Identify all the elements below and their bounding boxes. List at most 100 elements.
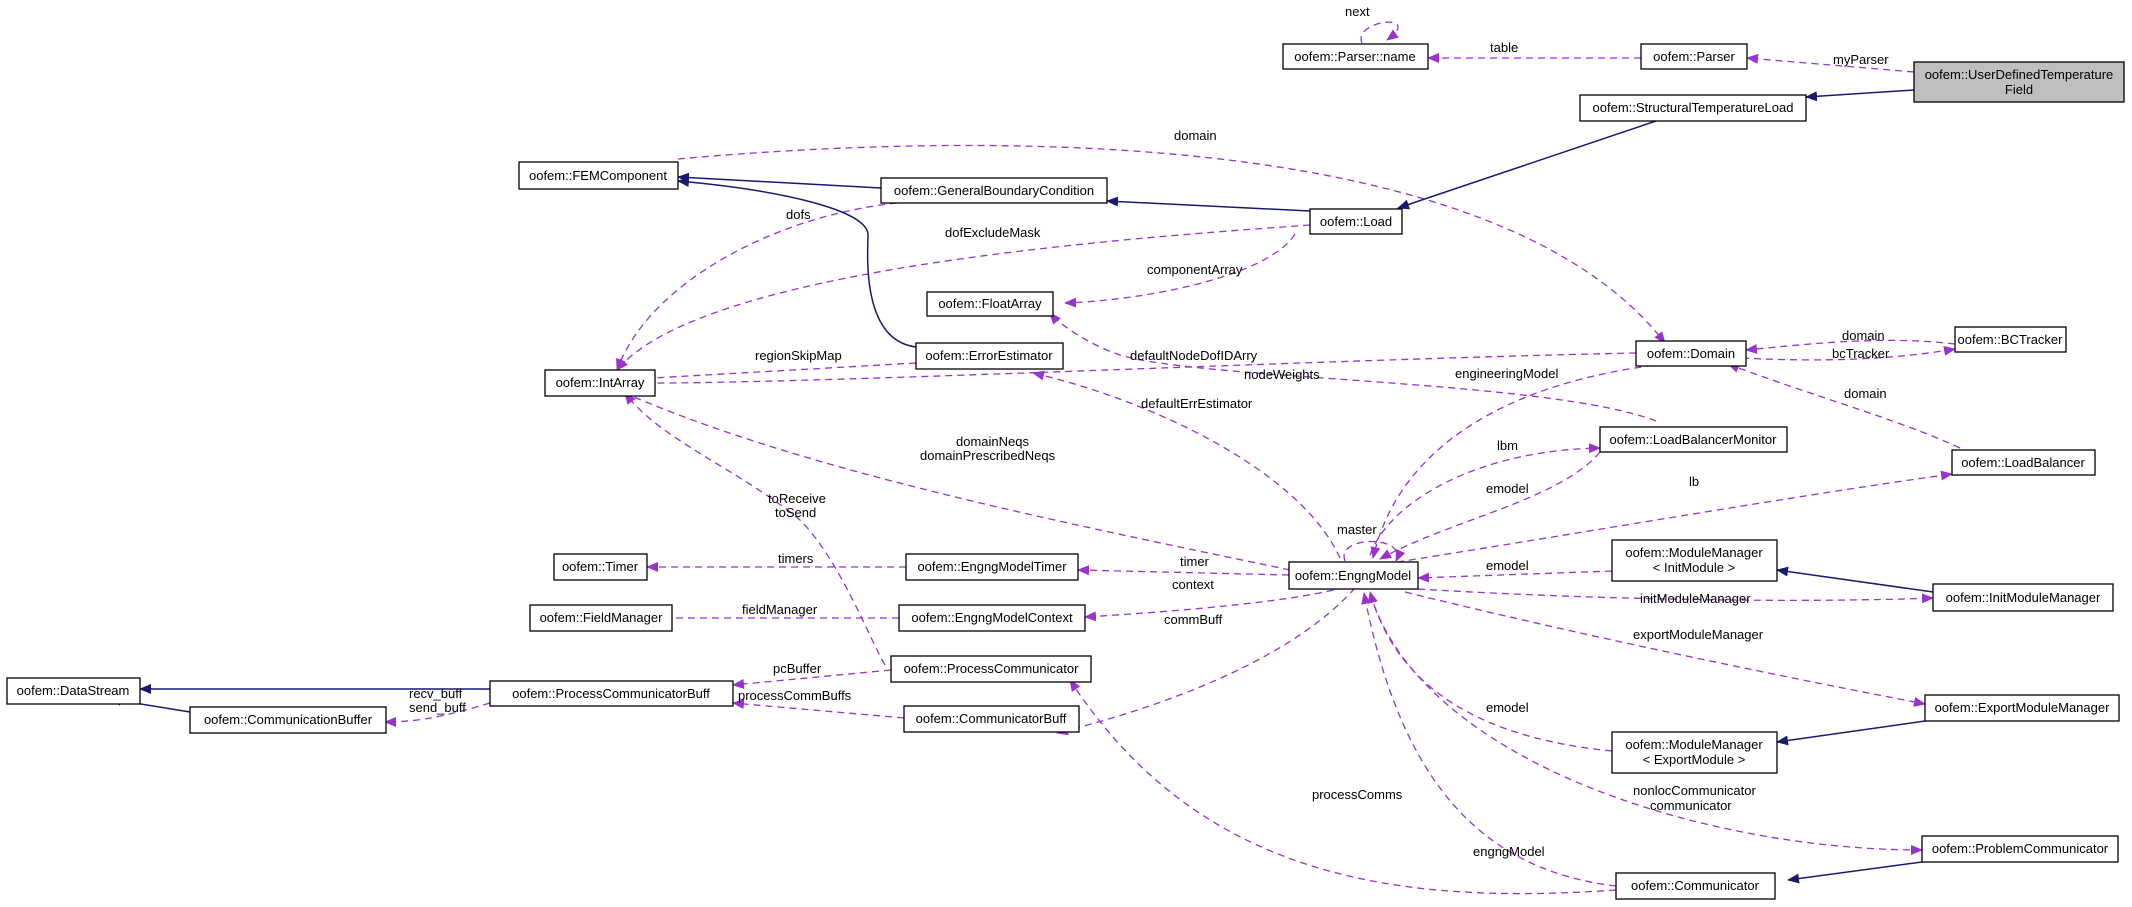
edge-label-dofs: dofs (786, 207, 811, 222)
edge-sendrecv (384, 702, 491, 727)
node-label: oofem::Parser (1653, 49, 1735, 64)
node-label: oofem::Communicator (1631, 878, 1760, 893)
edge-emodel-from-lbm (1379, 451, 1601, 560)
edge-label-emodel-export: emodel (1486, 700, 1529, 715)
node-label: oofem::InitModuleManager (1946, 590, 2101, 605)
node-bctracker[interactable]: oofem::BCTracker (1954, 326, 2067, 353)
edges (109, 21, 1961, 895)
edge-label-lb: lb (1689, 474, 1699, 489)
node-label: oofem::EngngModelContext (911, 610, 1073, 625)
edge-label-timers: timers (778, 551, 814, 566)
node-structuraltemperatureload[interactable]: oofem::StructuralTemperatureLoad (1579, 94, 1807, 122)
edge-inherit-structtempload (1805, 89, 1915, 102)
node-label: oofem::ModuleManager (1625, 737, 1763, 752)
node-engngmodel[interactable]: oofem::EngngModel (1288, 561, 1419, 590)
edge-label-table: table (1490, 40, 1518, 55)
node-modulemanager-export[interactable]: oofem::ModuleManager < ExportModule > (1611, 731, 1778, 774)
node-label: oofem::Timer (562, 559, 639, 574)
edge-label-domain-bct: domain (1842, 328, 1885, 343)
node-errorestimator[interactable]: oofem::ErrorEstimator (915, 342, 1064, 370)
edge-domainneqs (619, 390, 1291, 571)
node-loadbalancer[interactable]: oofem::LoadBalancer (1951, 449, 2096, 476)
edge-engngmodel (1361, 592, 1617, 887)
edge-pcbuffer (732, 669, 892, 689)
edge-label-commbuff: commBuff (1164, 612, 1223, 627)
node-label: oofem::FieldManager (540, 610, 664, 625)
node-timer[interactable]: oofem::Timer (553, 553, 648, 581)
edge-commbuff (1056, 587, 1356, 736)
node-label: oofem::UserDefinedTemperature (1925, 67, 2114, 82)
edge-inherit-fem-gbc (677, 172, 882, 189)
node-label: oofem::ProblemCommunicator (1932, 841, 2109, 856)
edge-label-fieldmanager: fieldManager (742, 602, 818, 617)
edge-inherit-gbc-load (1106, 196, 1311, 212)
edge-torecv (624, 392, 886, 666)
node-modulemanager-init[interactable]: oofem::ModuleManager < InitModule > (1611, 539, 1778, 582)
edge-inherit-initmm (1776, 566, 1934, 593)
edge-emodel-from-export (1368, 591, 1613, 752)
edge-label-domain-fem: domain (1174, 128, 1217, 143)
edge-label-engineeringmodel: engineeringModel (1455, 366, 1558, 381)
node-label: oofem::StructuralTemperatureLoad (1593, 100, 1794, 115)
edge-myparser (1746, 53, 1915, 73)
edge-label-send-buff: send_buff (409, 700, 466, 715)
node-label: oofem::EngngModel (1295, 568, 1411, 583)
node-label: oofem::ProcessCommunicatorBuff (512, 686, 710, 701)
node-intarray[interactable]: oofem::IntArray (544, 369, 656, 397)
edge-nodeweights (617, 352, 1637, 389)
edge-label-myparser: myParser (1833, 52, 1889, 67)
edge-label-lbm: lbm (1497, 438, 1518, 453)
node-label: oofem::ExportModuleManager (1935, 700, 2111, 715)
edge-timer (1077, 565, 1290, 576)
node-label: oofem::IntArray (556, 375, 645, 390)
node-userdefinedtemperaturefield[interactable]: oofem::UserDefinedTemperature Field (1913, 61, 2125, 103)
edge-lb (1384, 470, 1953, 565)
node-problemcommunicator[interactable]: oofem::ProblemCommunicator (1921, 835, 2119, 863)
edge-domain-from-loadbalancer (1727, 363, 1961, 449)
node-load[interactable]: oofem::Load (1309, 208, 1403, 235)
edge-engineeringmodel (1370, 363, 1666, 559)
edge-defaulterrestimator (1032, 370, 1341, 559)
edge-exportmodulemanager (1404, 591, 1926, 707)
node-engngmodelcontext[interactable]: oofem::EngngModelContext (898, 604, 1086, 632)
edge-label-engngmodel: engngModel (1473, 844, 1545, 859)
node-parser[interactable]: oofem::Parser (1640, 43, 1748, 70)
edge-defaultnodedofidarry (1049, 312, 1657, 422)
node-label: < ExportModule > (1643, 752, 1746, 767)
edge-domain-from-femcomponent (677, 144, 1666, 344)
node-processcommunicator[interactable]: oofem::ProcessCommunicator (890, 655, 1092, 683)
node-domain[interactable]: oofem::Domain (1635, 340, 1747, 367)
node-loadbalancermonitor[interactable]: oofem::LoadBalancerMonitor (1599, 426, 1788, 453)
node-femcomponent[interactable]: oofem::FEMComponent (518, 161, 679, 190)
edge-label-nodeweights: nodeWeights (1244, 367, 1320, 382)
node-floatarray[interactable]: oofem::FloatArray (926, 291, 1054, 317)
node-label: oofem::BCTracker (1958, 332, 2064, 347)
node-label: oofem::DataStream (17, 683, 130, 698)
node-generalboundarycondition[interactable]: oofem::GeneralBoundaryCondition (880, 177, 1108, 204)
edge-label-regionskipmap: regionSkipMap (755, 348, 842, 363)
edge-inherit-fem-errest (677, 176, 917, 348)
edge-label-processcomms: processComms (1312, 787, 1403, 802)
node-exportmodulemanager[interactable]: oofem::ExportModuleManager (1924, 694, 2120, 722)
edge-label-exportmodulemanager: exportModuleManager (1633, 627, 1764, 642)
edge-label-emodel-init: emodel (1486, 558, 1529, 573)
edge-master (1343, 540, 1406, 562)
node-label: oofem::FloatArray (938, 296, 1042, 311)
node-communicatorbuff[interactable]: oofem::CommunicatorBuff (903, 705, 1080, 733)
node-parser-name[interactable]: oofem::Parser::name (1282, 43, 1429, 70)
node-processcommunicatorbuff[interactable]: oofem::ProcessCommunicatorBuff (489, 680, 734, 707)
edge-label-domain-lb: domain (1844, 386, 1887, 401)
edge-bctracker (1741, 345, 1956, 361)
node-datastream[interactable]: oofem::DataStream (6, 677, 141, 705)
node-engngmodeltimer[interactable]: oofem::EngngModelTimer (905, 553, 1079, 581)
node-label: < InitModule > (1653, 560, 1735, 575)
node-communicator[interactable]: oofem::Communicator (1615, 872, 1776, 900)
edge-label-defaulterrestimator: defaultErrEstimator (1141, 396, 1253, 411)
node-initmodulemanager[interactable]: oofem::InitModuleManager (1932, 583, 2114, 612)
edge-nonloccommunicator (1369, 592, 1923, 855)
node-fieldmanager[interactable]: oofem::FieldManager (529, 604, 673, 632)
edge-label-pcbuffer: pcBuffer (773, 661, 822, 676)
node-communicationbuffer[interactable]: oofem::CommunicationBuffer (189, 706, 387, 734)
edge-label-bctracker: bcTracker (1832, 346, 1890, 361)
